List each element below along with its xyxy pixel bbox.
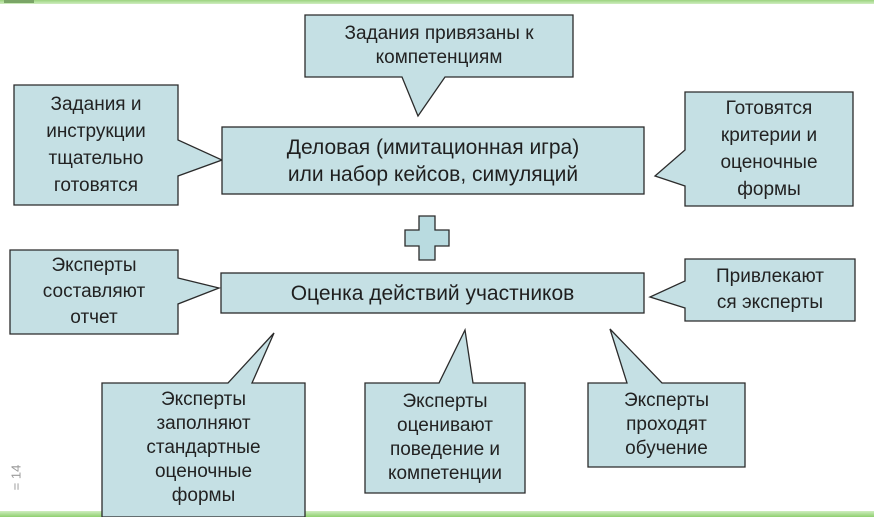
right-top-callout-shape bbox=[653, 91, 854, 207]
left-top-callout-text: Задания и инструкции тщательно готовятся bbox=[46, 94, 146, 196]
left-mid-callout-text: Эксперты составляют отчет bbox=[42, 255, 146, 328]
slide-number: = 14 bbox=[8, 464, 24, 491]
top-callout-shape bbox=[304, 14, 574, 118]
left-top-callout-shape bbox=[13, 84, 224, 206]
bottom-center-callout-shape bbox=[364, 327, 526, 494]
main-box-assessment-text: Оценка действий участников bbox=[290, 281, 575, 305]
bottom-right-callout-text: Эксперты проходят обучение bbox=[623, 390, 710, 459]
bottom-left-callout-text: Эксперты заполняют стандартные оценочные… bbox=[146, 389, 261, 506]
bottom-accent-line bbox=[0, 511, 874, 517]
main-box-assessment-shape bbox=[220, 272, 645, 314]
main-box-game-shape bbox=[221, 126, 645, 195]
bottom-right-callout-shape bbox=[587, 328, 746, 468]
right-mid-callout-shape bbox=[648, 258, 856, 322]
bottom-center-callout-text: Эксперты оценивают поведение и компетенц… bbox=[387, 391, 503, 484]
top-accent-mark bbox=[4, 0, 34, 3]
plus-sign-shape bbox=[404, 215, 450, 261]
top-accent-line bbox=[0, 0, 874, 4]
bottom-left-callout-shape bbox=[101, 332, 306, 517]
top-callout-text: Задания привязаны к компетенциям bbox=[344, 23, 534, 68]
right-top-callout-text: Готовятся критерии и оценочные формы bbox=[720, 98, 818, 200]
right-mid-callout-text: Привлекают ся эксперты bbox=[716, 266, 824, 313]
main-box-game-text: Деловая (имитационная игра) или набор ке… bbox=[286, 135, 580, 186]
left-mid-callout-shape bbox=[9, 249, 222, 335]
